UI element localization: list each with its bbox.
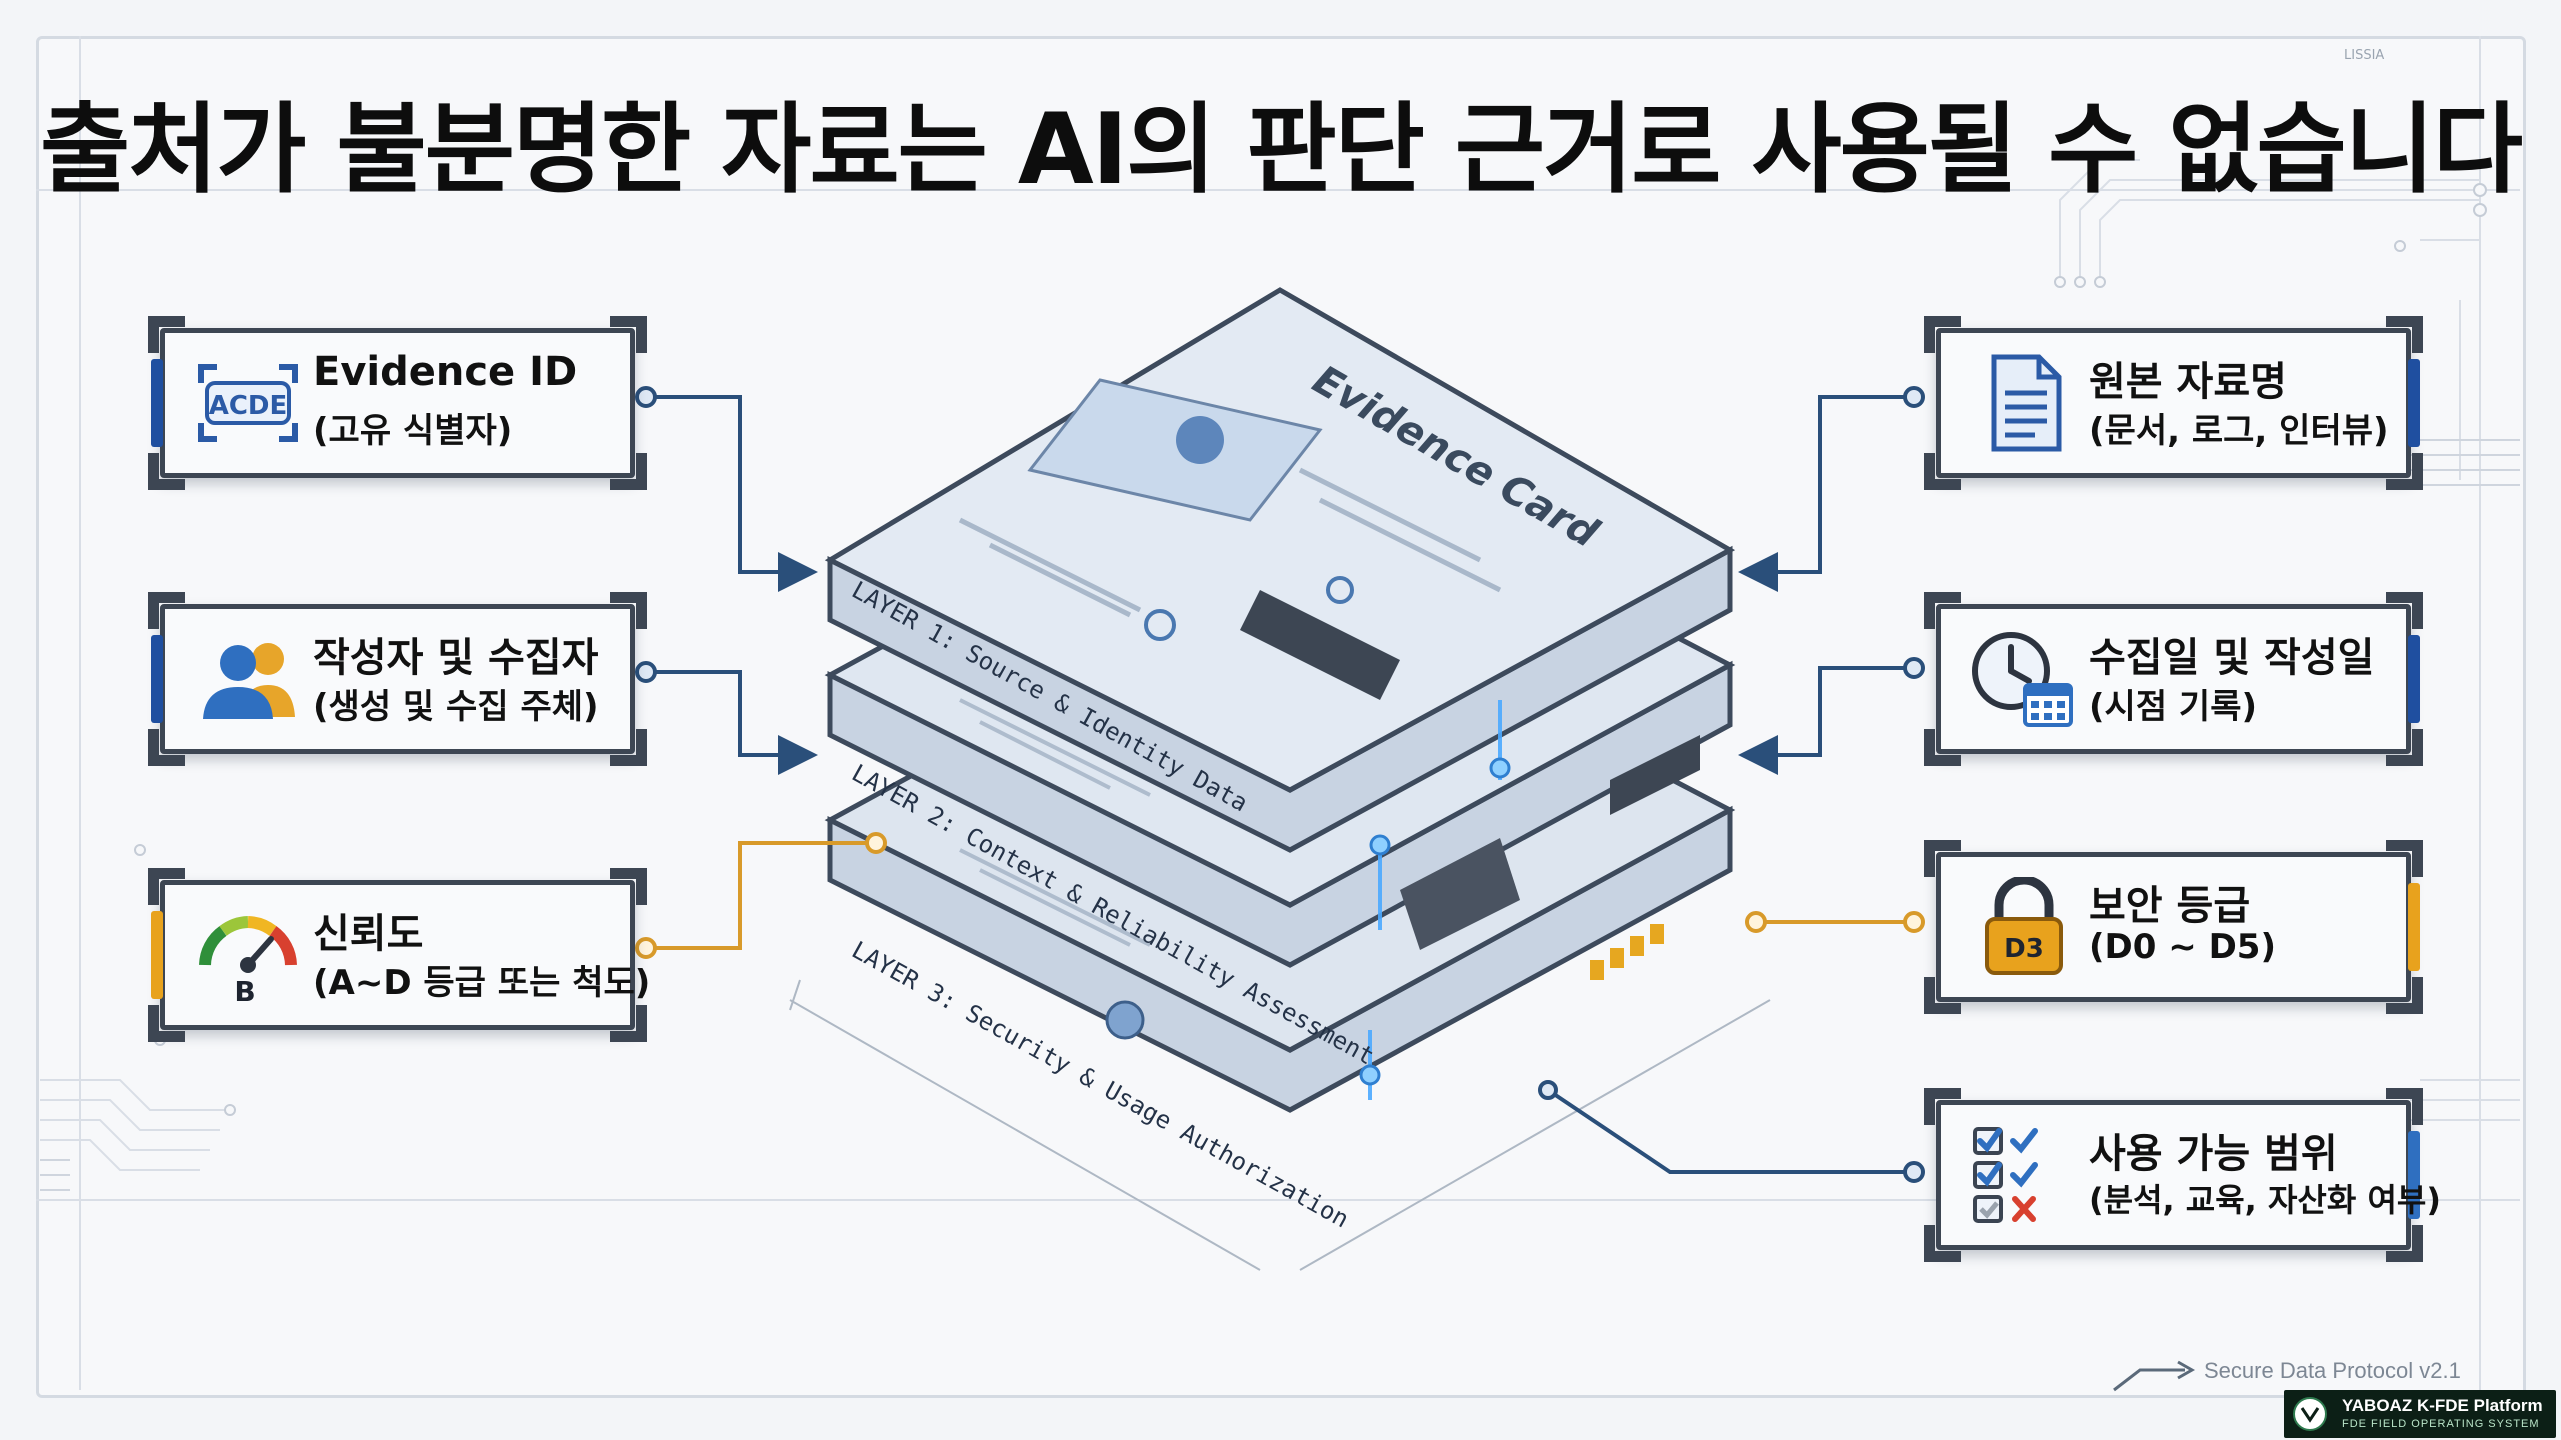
collection-date-card: 수집일 및 작성일 (시점 기록): [1924, 592, 2423, 766]
document-icon: [1991, 354, 2062, 452]
usage-scope-sub: (분석, 교육, 자산화 여부): [2089, 1181, 2441, 1219]
evidence-id-label: Evidence ID: [313, 349, 578, 395]
evidence-id-sub: (고유 식별자): [313, 411, 513, 451]
collection-date-sub: (시점 기록): [2089, 687, 2258, 727]
reliability-label: 신뢰도: [313, 911, 424, 957]
source-name-sub: (문서, 로그, 인터뷰): [2089, 411, 2389, 451]
page-title: 출처가 불분명한 자료는 AI의 판단 근거로 사용될 수 없습니다: [39, 93, 2523, 207]
author-collector-card: 작성자 및 수집자 (생성 및 수집 주체): [148, 592, 647, 766]
usage-scope-card: 사용 가능 범위 (분석, 교육, 자산화 여부): [1924, 1088, 2441, 1262]
padlock-icon: D3: [1985, 877, 2063, 975]
platform-badge-title: YABOAZ K-FDE Platform: [2342, 1396, 2543, 1415]
layer-1-slab: [824, 287, 1736, 853]
svg-text:B: B: [234, 975, 255, 1005]
protocol-caption: Secure Data Protocol v2.1: [2204, 1358, 2461, 1383]
gauge-icon: B: [199, 916, 297, 1005]
author-collector-label: 작성자 및 수집자: [313, 635, 599, 681]
platform-badge: YABOAZ K-FDE Platform FDE FIELD OPERATIN…: [2284, 1390, 2556, 1438]
left-connectors: [646, 395, 868, 950]
svg-text:D3: D3: [2004, 934, 2044, 964]
collection-date-label: 수집일 및 작성일: [2089, 635, 2375, 681]
security-grade-sub: (D0 ~ D5): [2089, 927, 2276, 967]
people-icon: [203, 643, 295, 719]
checklist-icon: [1973, 1127, 2038, 1223]
right-connectors: [1546, 395, 1914, 1174]
reliability-card: B 신뢰도 (A~D 등급 또는 척도): [148, 868, 650, 1042]
source-name-label: 원본 자료명: [2089, 359, 2287, 405]
acde-id-icon: ACDE: [198, 364, 298, 442]
reliability-sub: (A~D 등급 또는 척도): [313, 963, 651, 1003]
clock-calendar-icon: [1972, 632, 2073, 727]
corner-tag: LISSIA: [2344, 48, 2385, 63]
platform-badge-subtitle: FDE FIELD OPERATING SYSTEM: [2342, 1418, 2540, 1430]
svg-text:ACDE: ACDE: [209, 391, 288, 421]
security-grade-label: 보안 등급: [2089, 883, 2251, 929]
platform-logo-icon: [2293, 1397, 2327, 1431]
source-name-card: 원본 자료명 (문서, 로그, 인터뷰): [1924, 316, 2423, 490]
security-grade-card: D3 보안 등급 (D0 ~ D5): [1924, 840, 2423, 1014]
evidence-id-card: ACDE Evidence ID (고유 식별자): [148, 316, 647, 490]
usage-scope-label: 사용 가능 범위: [2089, 1131, 2338, 1177]
dimension-lines: [789, 979, 1771, 1271]
author-collector-sub: (생성 및 수집 주체): [313, 687, 599, 727]
